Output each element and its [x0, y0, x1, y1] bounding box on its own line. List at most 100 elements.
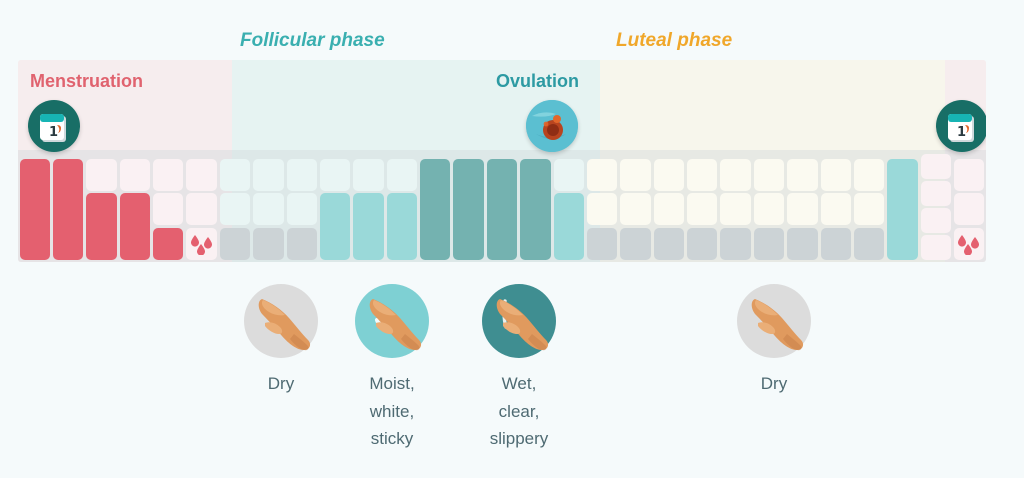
day-bar [620, 227, 651, 260]
day-column [552, 150, 585, 262]
day-bar [720, 227, 751, 260]
day-cell-empty [954, 158, 985, 191]
day-bar [119, 193, 150, 260]
day-column [485, 150, 518, 262]
mucus-legend-label: Moist, white, sticky [369, 374, 415, 449]
day-cell-empty [920, 235, 951, 260]
menstruation-label: Menstruation [30, 71, 144, 91]
day-bar [820, 227, 851, 260]
day-column [218, 150, 251, 262]
day-bar [386, 193, 417, 260]
day-column [886, 150, 919, 262]
day-bar [420, 158, 451, 260]
day-column [953, 150, 986, 262]
day-bar [253, 227, 284, 260]
day-bar [586, 227, 618, 260]
day-bar [486, 158, 518, 260]
day-bar [753, 227, 785, 260]
hand-pinch-dry-icon [242, 282, 320, 360]
day-cell-empty [853, 193, 885, 225]
day-column [318, 150, 351, 262]
blood-drops-icon [186, 227, 217, 260]
day-column [519, 150, 552, 262]
day-column [585, 150, 618, 262]
day-column [152, 150, 185, 262]
hand-pinch-dry-icon [735, 282, 813, 360]
day-bar [520, 158, 551, 260]
day-column [18, 150, 51, 262]
day-cell-empty [586, 193, 618, 225]
svg-text:1: 1 [957, 125, 966, 140]
day-bar [887, 158, 918, 260]
day-cell-empty [720, 158, 751, 191]
blood-drops-icon [954, 227, 985, 260]
day-cell-empty [253, 158, 284, 191]
day-column [419, 150, 452, 262]
day-cell-empty [820, 193, 851, 225]
day-column [452, 150, 485, 262]
day-column [285, 150, 318, 262]
day-cell-empty [787, 193, 818, 225]
hand-pinch-wet-stretch-icon [480, 282, 558, 360]
day-cell-empty [787, 158, 818, 191]
day-column [752, 150, 785, 262]
day-bar [52, 158, 84, 260]
day-cell-empty [954, 193, 985, 225]
day-cell-empty [653, 158, 684, 191]
day-cell-empty [353, 158, 384, 191]
day-cell-empty [553, 158, 584, 191]
day-column [85, 150, 118, 262]
day-grid [18, 150, 986, 262]
day-cell-empty [186, 158, 217, 191]
day-cell-empty [687, 158, 718, 191]
day-bar [653, 227, 684, 260]
mucus-legend-item: Dry [238, 282, 324, 398]
day-bar [353, 193, 384, 260]
day-cell-empty [920, 154, 951, 179]
calendar-icon: 1 [936, 100, 986, 152]
day-bar [153, 227, 184, 260]
mucus-legend-item: Dry [731, 282, 817, 398]
day-bar [219, 227, 251, 260]
day-cell-empty [920, 181, 951, 206]
ovulation-label: Ovulation [496, 71, 580, 91]
luteal-phase-caption: Luteal phase [616, 30, 733, 51]
mucus-legend-label: Dry [267, 374, 295, 393]
day-cell-empty [853, 158, 885, 191]
day-cell-empty [687, 193, 718, 225]
mucus-legend-label: Dry [760, 374, 788, 393]
day-cell-empty [920, 208, 951, 233]
day-column [919, 150, 952, 262]
day-column [786, 150, 819, 262]
day-column [118, 150, 151, 262]
day-cell-empty [219, 193, 251, 225]
day-column [852, 150, 885, 262]
day-bar [687, 227, 718, 260]
day-bar [853, 227, 885, 260]
follicular-phase-caption: Follicular phase [240, 30, 385, 51]
day-cell-empty [720, 193, 751, 225]
day-bar [86, 193, 117, 260]
day-cell-empty [186, 193, 217, 225]
day-cell-empty [153, 158, 184, 191]
day-bar [453, 158, 484, 260]
day-bar [787, 227, 818, 260]
day-cell-empty [653, 193, 684, 225]
mucus-legend-label: Wet, clear, slippery [489, 374, 549, 449]
day-bar [286, 227, 317, 260]
day-column [819, 150, 852, 262]
day-cell-empty [286, 158, 317, 191]
hand-pinch-moist-icon [353, 282, 431, 360]
day-bar [553, 193, 584, 260]
day-column [51, 150, 84, 262]
day-column [252, 150, 285, 262]
day-cell-empty [286, 193, 317, 225]
day-cell-empty [119, 158, 150, 191]
day-cell-empty [386, 158, 417, 191]
mucus-legend-item: Wet, clear, slippery [476, 282, 562, 453]
day-column [652, 150, 685, 262]
day-column [385, 150, 418, 262]
day-cell-empty [753, 193, 785, 225]
day-bar [319, 193, 351, 260]
svg-text:1: 1 [49, 125, 58, 140]
